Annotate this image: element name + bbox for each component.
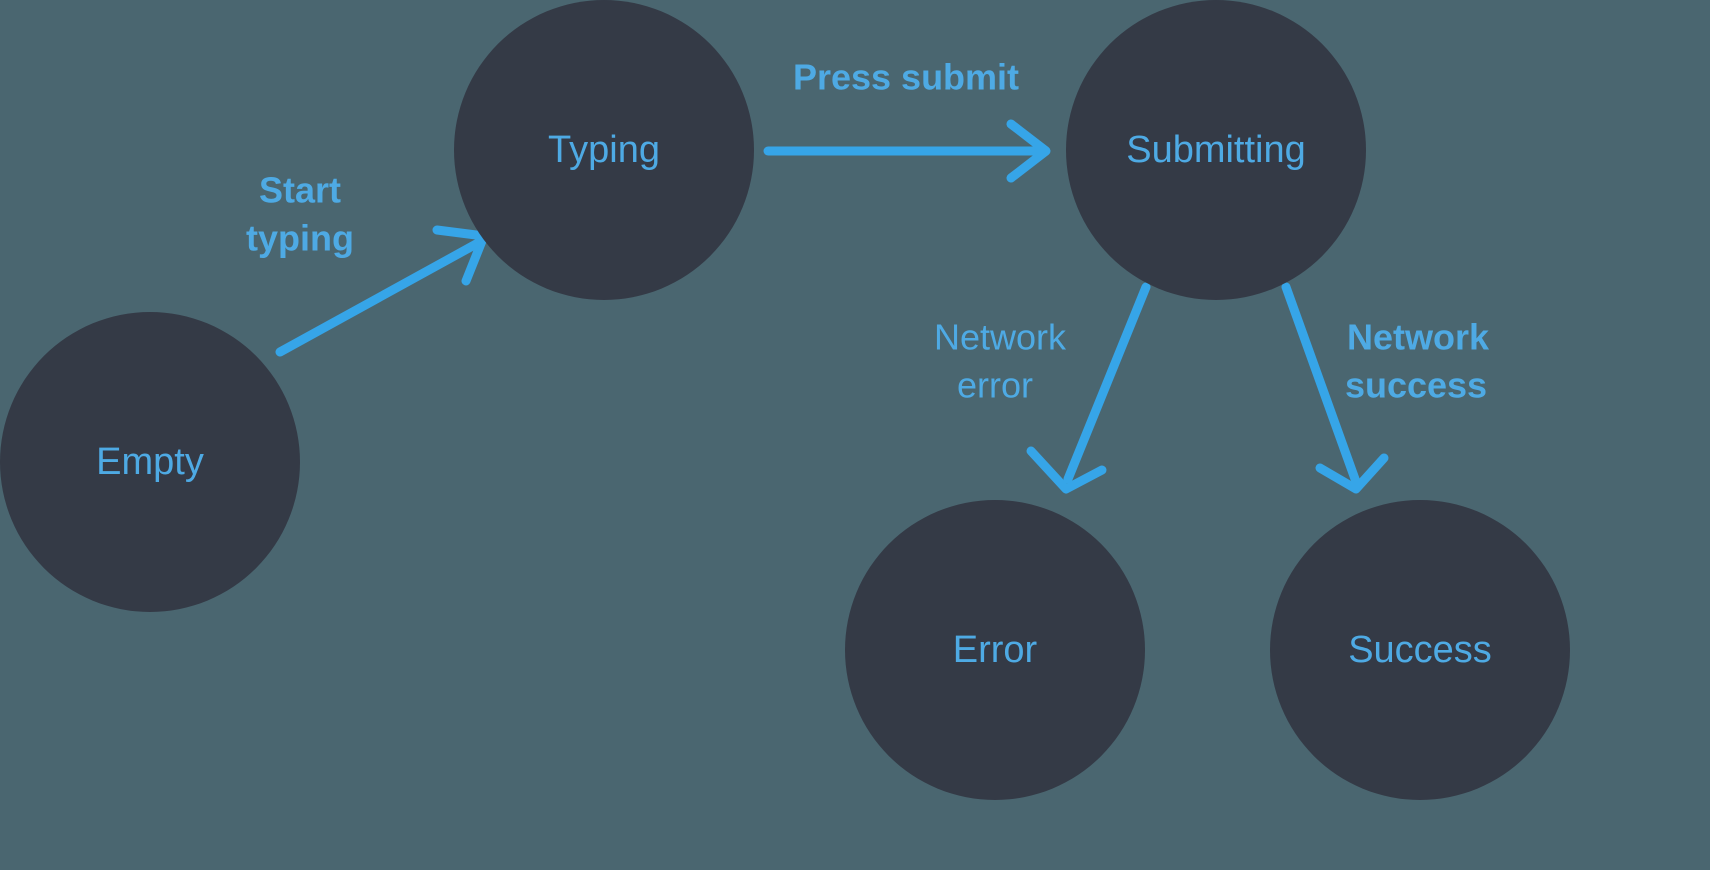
network-error-arrowhead [1026,446,1107,494]
transition-label-network-error: Network error [934,317,1067,406]
transition-label-network-success: Network success [1345,317,1490,406]
start-typing-line [275,238,483,357]
transition-press-submit[interactable] [763,119,1051,183]
network-error-label-line1: Network [934,317,1067,358]
network-success-line [1281,282,1360,484]
network-success-label-line2: success [1345,365,1487,406]
transition-network-error[interactable] [1026,282,1151,494]
start-typing-label-line2: typing [246,218,354,259]
network-success-arrowhead [1315,453,1389,494]
error-label: Error [953,629,1038,671]
transition-label-press-submit: Press submit [793,57,1019,98]
submitting-label: Submitting [1126,129,1306,171]
state-node-empty[interactable]: Empty [0,312,300,612]
network-error-line [1063,282,1151,484]
submitting-circle [1066,0,1366,300]
empty-circle [0,312,300,612]
typing-circle [454,0,754,300]
success-circle [1270,500,1570,800]
network-error-label-line2: error [957,365,1033,406]
typing-label: Typing [548,129,660,171]
transition-label-start-typing: Start typing [246,170,354,259]
network-success-label-line1: Network [1347,317,1490,358]
press-submit-label: Press submit [793,57,1019,98]
press-submit-arrowhead [1006,119,1051,183]
state-node-success[interactable]: Success [1270,500,1570,800]
error-circle [845,500,1145,800]
transition-network-success[interactable] [1281,282,1389,494]
state-node-error[interactable]: Error [845,500,1145,800]
success-label: Success [1348,629,1492,671]
empty-label: Empty [96,441,204,483]
state-node-submitting[interactable]: Submitting [1066,0,1366,300]
state-node-typing[interactable]: Typing [454,0,754,300]
start-typing-label-line1: Start [259,170,341,211]
